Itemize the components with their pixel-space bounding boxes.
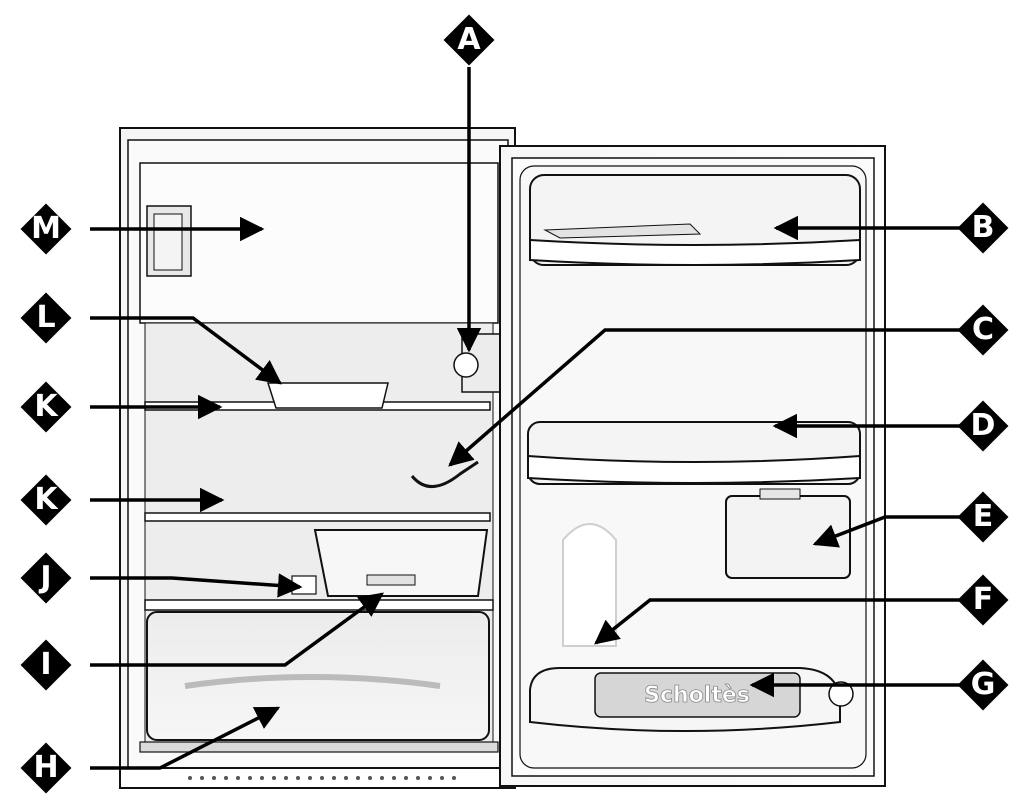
callout-g: G <box>957 659 1009 711</box>
leader-j <box>90 573 303 598</box>
callout-f: F <box>957 574 1009 626</box>
leader-e <box>812 515 960 548</box>
callout-letter: I <box>40 647 52 682</box>
callout-letter: F <box>972 582 994 617</box>
callout-c: C <box>957 304 1009 356</box>
leader-h <box>90 706 281 770</box>
callout-e: E <box>957 491 1009 543</box>
door <box>499 145 886 787</box>
callout-b: B <box>957 202 1009 254</box>
leader-c <box>448 328 960 467</box>
leader-l <box>90 316 282 385</box>
callout-letter: A <box>457 22 481 57</box>
callout-d: D <box>957 400 1009 452</box>
callout-letter: D <box>970 408 996 443</box>
brand-label: Scholtès <box>644 683 750 708</box>
ventilation-grille <box>188 776 456 780</box>
callout-letter: K <box>34 482 58 517</box>
callout-letter: M <box>31 211 61 246</box>
callout-letter: H <box>33 750 59 785</box>
callout-a: A <box>443 14 495 66</box>
callout-letter: B <box>971 210 995 245</box>
callout-l: L <box>20 292 72 344</box>
callout-letter: K <box>34 389 58 424</box>
leader-i <box>90 592 384 667</box>
callout-m: M <box>20 203 72 255</box>
leader-lines <box>90 67 960 770</box>
callout-letter: E <box>972 499 994 534</box>
callout-letter: J <box>40 560 52 595</box>
callout-j: J <box>20 552 72 604</box>
callout-k-upper: K <box>20 381 72 433</box>
callout-h: H <box>20 742 72 794</box>
callout-letter: C <box>971 312 995 347</box>
callout-i: I <box>20 639 72 691</box>
leader-f <box>594 598 960 645</box>
callout-letter: G <box>970 667 996 702</box>
callout-letter: L <box>36 300 56 335</box>
callout-k-lower: K <box>20 474 72 526</box>
